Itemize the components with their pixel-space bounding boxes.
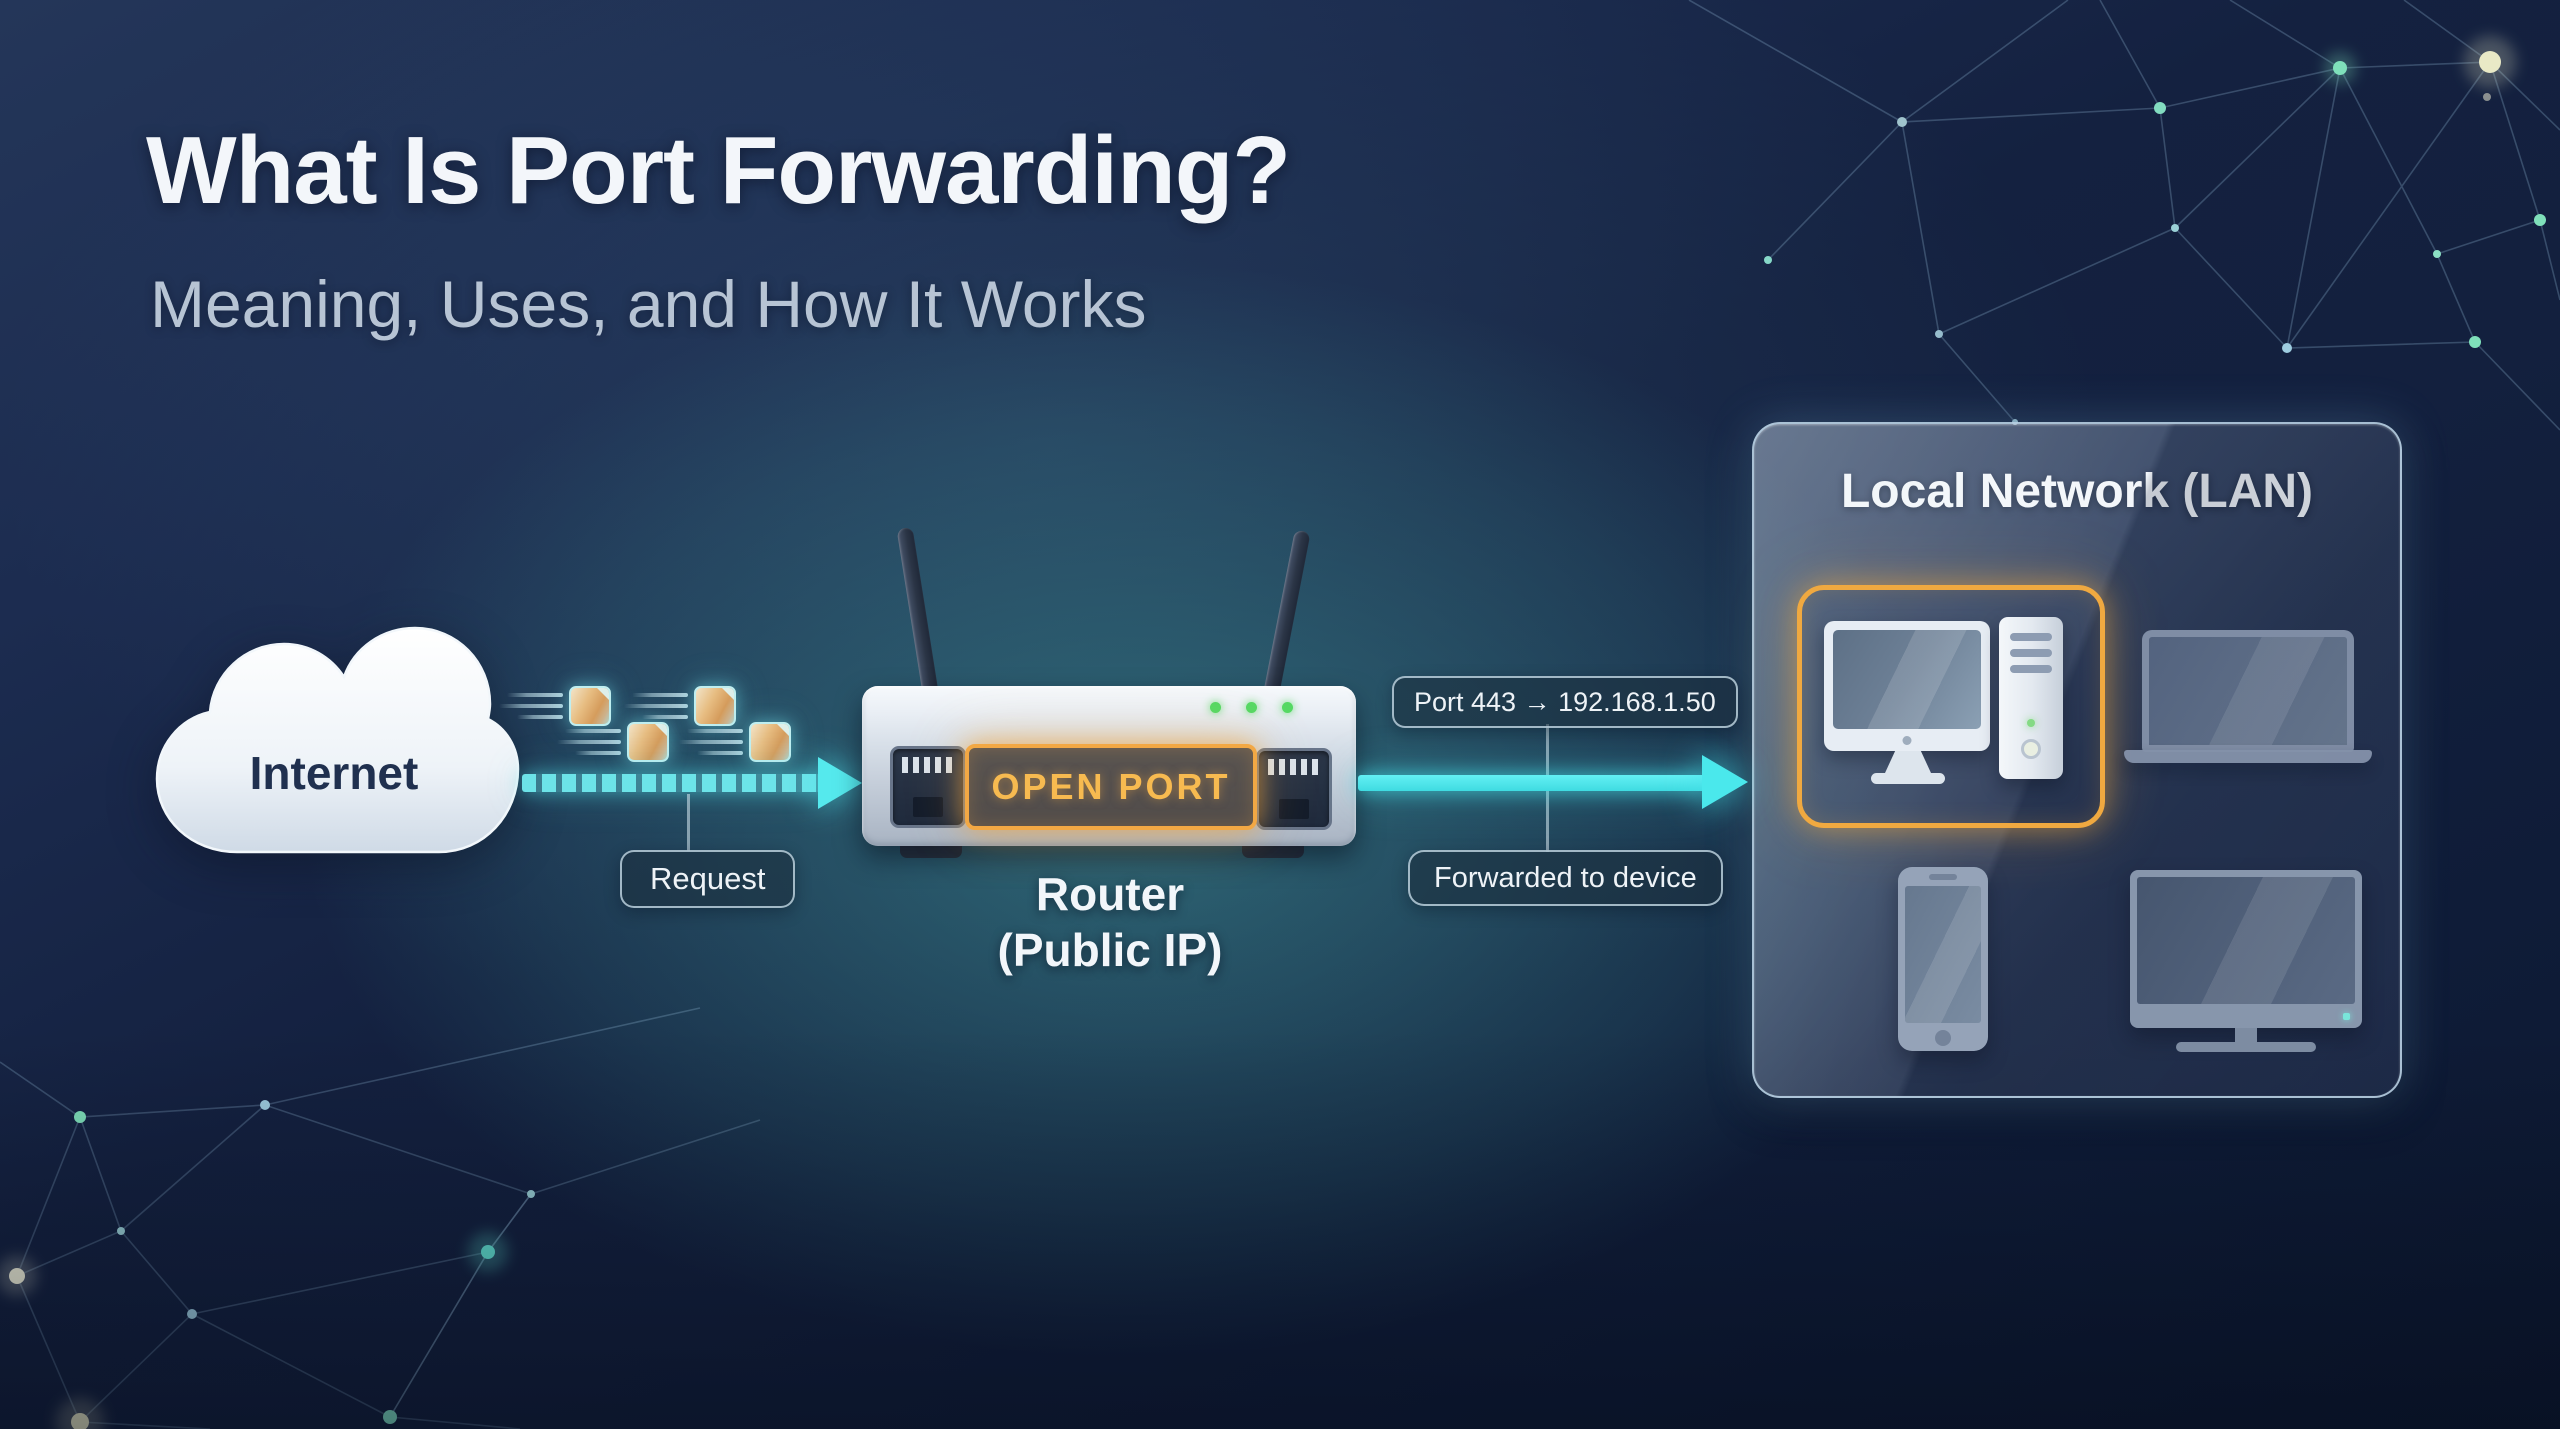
tower-led-icon: [2027, 719, 2035, 727]
packet-icon: [749, 722, 791, 762]
forward-arrow-icon: [1358, 775, 1706, 791]
forwarded-to-device-badge: Forwarded to device: [1408, 850, 1723, 906]
forward-arrowhead-icon: [1702, 755, 1748, 809]
motion-lines-icon: [499, 693, 563, 719]
packet-icon: [694, 686, 736, 726]
smartphone-icon: [1898, 867, 1988, 1051]
motion-lines-icon: [679, 729, 743, 755]
packet-icon: [627, 722, 669, 762]
internet-cloud-icon: [155, 626, 520, 854]
page-title: What Is Port Forwarding?: [146, 117, 1291, 224]
data-packet: [499, 686, 611, 726]
page-subtitle: Meaning, Uses, and How It Works: [150, 267, 1147, 341]
router-label: Router (Public IP): [935, 866, 1285, 978]
router-icon: OPEN PORT: [862, 686, 1356, 846]
router-led-icon: [1210, 702, 1221, 713]
router-public-ip: (Public IP): [997, 924, 1223, 977]
internet-label: Internet: [249, 747, 419, 799]
router-antenna-left-icon: [896, 526, 940, 704]
motion-lines-icon: [624, 693, 688, 719]
router-name: Router: [1035, 868, 1185, 920]
data-packet: [624, 686, 736, 726]
data-packet: [679, 722, 791, 762]
ethernet-port-icon: [890, 746, 966, 828]
tower-power-button-icon: [2021, 739, 2041, 759]
router-antenna-right-icon: [1262, 529, 1311, 702]
request-badge: Request: [620, 850, 796, 908]
monitor-stand: [1885, 751, 1931, 773]
open-port-panel: OPEN PORT: [965, 744, 1257, 830]
request-arrowhead-icon: [818, 757, 862, 809]
lan-panel: Local Network (LAN): [1752, 422, 2402, 1098]
packet-icon: [569, 686, 611, 726]
desktop-tower: [1999, 617, 2063, 779]
tv-led-icon: [2343, 1013, 2350, 1020]
router-led-icon: [1282, 702, 1293, 713]
monitor-base: [1871, 773, 1945, 784]
router-led-icon: [1246, 702, 1257, 713]
motion-lines-icon: [557, 729, 621, 755]
request-connector-line: [687, 794, 690, 851]
ethernet-port-icon: [1256, 748, 1332, 830]
port-mapping-badge: Port 443 → 192.168.1.50: [1392, 676, 1738, 728]
data-packet: [557, 722, 669, 762]
desktop-monitor: [1824, 621, 1990, 751]
internet-cloud: Internet: [138, 616, 530, 868]
request-arrow-icon: [522, 774, 820, 792]
lan-title: Local Network (LAN): [1840, 465, 2314, 518]
